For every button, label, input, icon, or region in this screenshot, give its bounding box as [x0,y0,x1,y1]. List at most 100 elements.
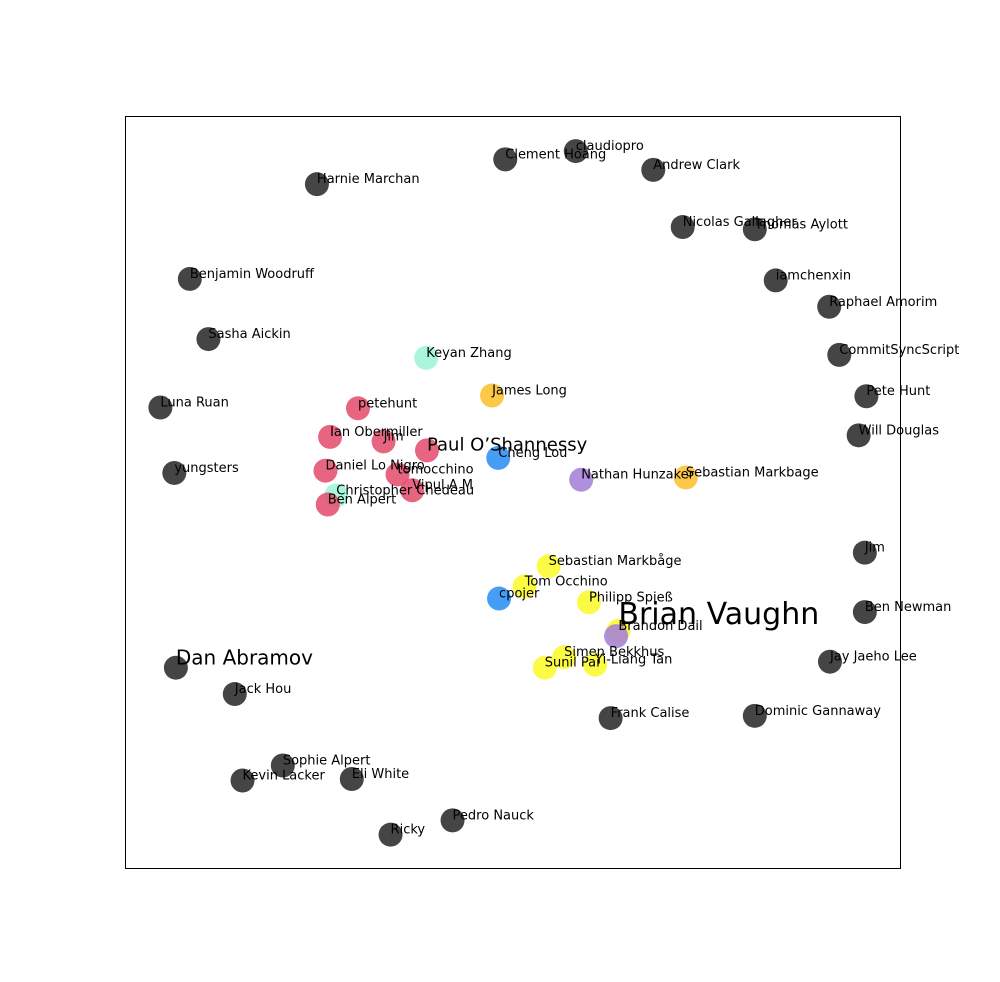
node-point-keyan-zhang [414,345,439,370]
node-point-paul-oshannessy [414,438,439,463]
node-point-sebastian-markbage [673,465,698,490]
node-point-daniel-lo-nigro [313,458,338,483]
node-point-commitsyncscript [827,342,852,367]
node-label-sasha-aickin: Sasha Aickin [208,327,290,342]
node-label-andrew-clark: Andrew Clark [653,158,740,173]
node-point-claudiopro [563,139,588,164]
node-label-tom-occhino: Tom Occhino [524,575,608,590]
node-label-harnie-marchan: Harnie Marchan [317,172,420,187]
node-label-christopher-chedeau: Christopher Chedeau [336,484,474,499]
node-label-james-long: James Long [491,383,567,398]
node-label-luna-ruan: Luna Ruan [160,396,229,411]
node-label-clement-hoang: Clement Hoang [505,147,606,162]
node-point-pete-hunt [854,384,879,409]
node-point-iamchenxin [763,268,788,293]
node-label-raphael-amorim: Raphael Amorim [829,295,937,310]
node-label-jim: Jim [383,429,404,444]
node-label-jack-hou: Jack Hou [234,682,292,697]
node-label-sophie-alpert: Sophie Alpert [283,753,371,768]
node-point-harnie-marchan [304,172,329,197]
node-label-cpojer: cpojer [499,587,540,602]
node-point-ben-newman [852,600,877,625]
node-point-tomocchino [385,462,410,487]
node-label-sebastian-markbage: Sebastian Markbåge [549,554,682,569]
node-point-ben-alpert [315,492,340,517]
node-point-sasha-aickin [196,327,221,352]
highlight-label-paul-oshannessy: Paul O’Shannessy [427,434,588,455]
node-point-eli-white [339,767,364,792]
node-point-ian-obermiller [318,424,343,449]
node-label-claudiopro: claudiopro [576,139,644,154]
node-point-will-douglas [846,423,871,448]
node-label-daniel-lo-nigro: Daniel Lo Nigro [325,459,424,474]
node-label-ian-obermiller: Ian Obermiller [330,425,423,440]
node-point-ricky [378,822,403,847]
node-label-will-douglas: Will Douglas [859,423,940,438]
node-point-sebastian-markbage [536,554,561,579]
node-point-tom-occhino [512,574,537,599]
node-point-nathan-hunzaker [569,467,594,492]
node-label-eli-white: Eli White [352,767,409,782]
node-point-dominic-gannaway [742,703,767,728]
node-point-cpojer [487,586,512,611]
node-label-frank-calise: Frank Calise [611,706,690,721]
node-point-clement-hoang [493,147,518,172]
node-label-cheng-lou: Cheng Lou [498,446,567,461]
plot-frame [125,116,901,869]
node-label-pete-hunt: Pete Hunt [866,384,930,399]
highlight-label-brian-vaughn: Brian Vaughn [618,597,819,632]
node-point-dan-abramov [163,655,188,680]
node-label-jim: Jim [864,541,885,556]
node-label-benjamin-woodruff: Benjamin Woodruff [190,267,315,282]
node-point-yi-liang-tan [583,652,608,677]
node-label-keyan-zhang: Keyan Zhang [426,346,512,361]
node-label-brandon-dail: Brandon Dail [618,619,702,634]
node-label-sunil-pai: Sunil Pai [545,656,600,671]
node-label-vipul-a-m: Vipul A M [412,478,473,493]
node-label-ricky: Ricky [391,823,426,838]
node-label-tomocchino: tomocchino [398,462,474,477]
node-label-yi-liang-tan: Yi-Liang Tan [594,653,672,668]
node-point-andrew-clark [641,157,666,182]
node-label-nathan-hunzaker: Nathan Hunzaker [581,468,694,483]
node-point-pedro-nauck [440,808,465,833]
node-point-brian-vaughn [604,624,629,649]
node-label-simen-bekkhus: Simen Bekkhus [564,645,664,660]
node-point-jack-hou [222,682,247,707]
node-point-benjamin-woodruff [177,266,202,291]
node-point-philipp-spie [576,590,601,615]
node-point-vipul-a-m [400,478,425,503]
node-point-yungsters [162,460,187,485]
node-point-jim [371,429,396,454]
node-label-jay-jaeho-lee: Jay Jaeho Lee [829,650,917,665]
node-point-thomas-aylott [742,217,767,242]
node-label-nicolas-gallagher: Nicolas Gallagher [683,215,798,230]
node-point-petehunt [346,396,370,421]
node-point-jim [852,540,877,565]
node-label-philipp-spie: Philipp Spieß [589,590,673,605]
node-point-james-long [480,383,505,408]
node-label-commitsyncscript: CommitSyncScript [839,343,959,358]
node-point-jay-jaeho-lee [817,649,842,674]
node-point-simen-bekkhus [552,645,577,670]
node-point-sophie-alpert [270,753,295,778]
node-point-sunil-pai [532,655,557,680]
node-label-thomas-aylott: Thomas Aylott [754,217,848,232]
node-label-ben-newman: Ben Newman [865,600,952,615]
node-label-kevin-lacker: Kevin Lacker [243,769,326,784]
node-label-pedro-nauck: Pedro Nauck [453,808,535,823]
highlight-label-dan-abramov: Dan Abramov [176,646,313,670]
node-label-ben-alpert: Ben Alpert [328,493,397,508]
node-point-luna-ruan [148,395,173,420]
node-point-frank-calise [598,706,623,731]
node-label-petehunt: petehunt [358,396,417,411]
points-layer [148,139,879,847]
node-point-kevin-lacker [230,768,255,793]
node-label-yungsters: yungsters [174,461,239,476]
node-label-sebastian-markbage: Sebastian Markbage [686,465,819,480]
node-point-raphael-amorim [817,294,842,319]
